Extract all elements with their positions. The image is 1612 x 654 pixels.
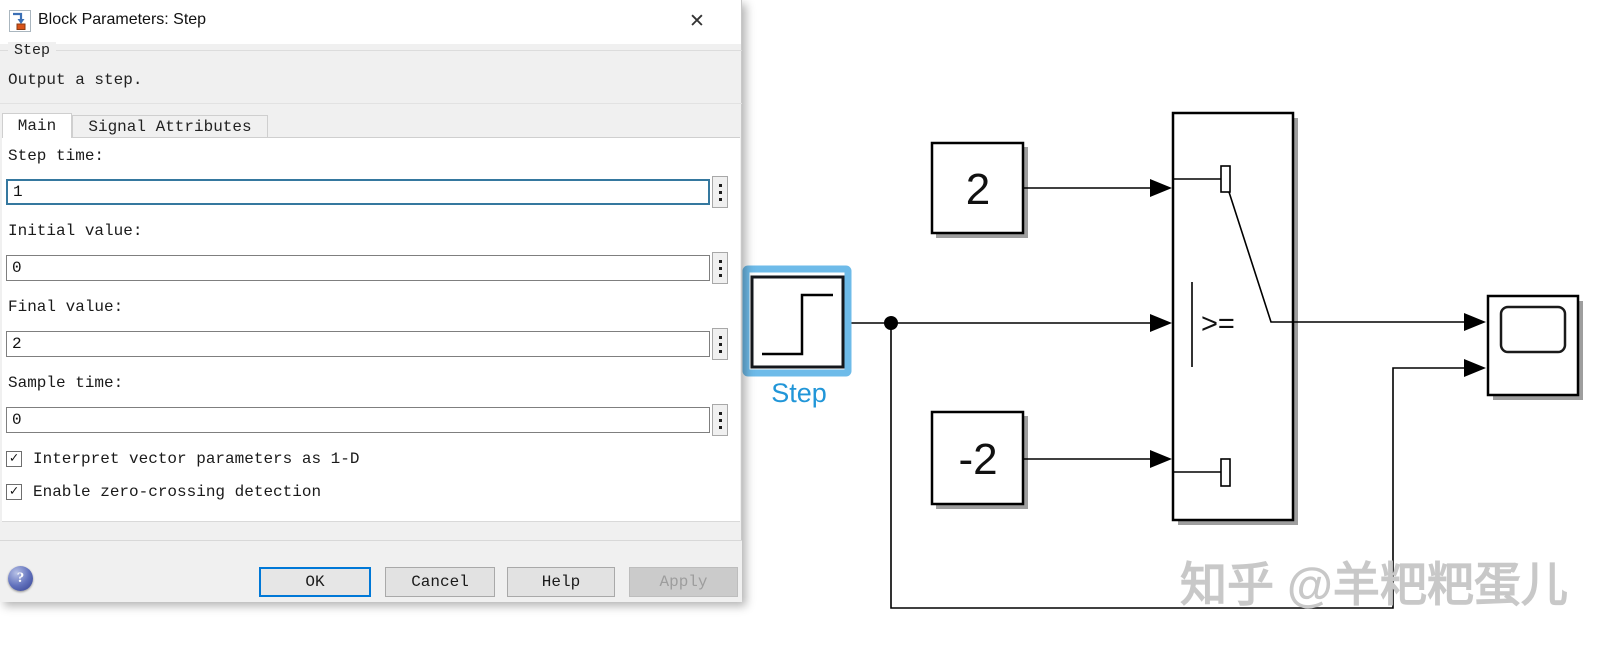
cancel-button[interactable]: Cancel: [385, 567, 495, 597]
block-parameters-dialog: Block Parameters: Step ✕ Step Output a s…: [0, 0, 742, 602]
switch-contact: [1220, 458, 1231, 487]
switch-operator-label: >=: [1201, 308, 1235, 340]
interpret-vector-checkbox[interactable]: ✓: [6, 451, 22, 467]
interpret-vector-label: Interpret vector parameters as 1-D: [33, 450, 360, 468]
tab-main[interactable]: Main: [2, 113, 72, 138]
checkbox-row: ✓ Interpret vector parameters as 1-D: [6, 450, 359, 468]
step-time-menu-button[interactable]: [712, 176, 728, 208]
group-border: [0, 103, 742, 104]
initial-value-label: Initial value:: [8, 222, 143, 240]
switch-block[interactable]: [1171, 111, 1295, 522]
block-description: Output a step.: [8, 71, 143, 89]
sample-time-input[interactable]: [6, 407, 710, 433]
final-value-menu-button[interactable]: [712, 328, 728, 360]
wire-branch-dot: [884, 316, 898, 330]
arrowhead: [1150, 179, 1172, 197]
dialog-title: Block Parameters: Step: [38, 11, 207, 28]
arrowhead: [1464, 359, 1486, 377]
wire-branch-to-scope[interactable]: [890, 323, 1466, 609]
tab-signal-attributes[interactable]: Signal Attributes: [72, 115, 268, 138]
group-border: [0, 50, 742, 51]
initial-value-menu-button[interactable]: [712, 252, 728, 284]
sample-time-label: Sample time:: [8, 374, 124, 392]
checkbox-row: ✓ Enable zero-crossing detection: [6, 483, 321, 501]
dialog-button-bar: ? OK Cancel Help Apply: [0, 540, 742, 602]
constant-block-2[interactable]: [930, 141, 1025, 235]
parameters-panel: Step time: Initial value: Final value: S…: [2, 137, 740, 522]
constant-value-label: 2: [966, 165, 990, 214]
final-value-input[interactable]: [6, 331, 710, 357]
dialog-titlebar: Block Parameters: Step ✕: [0, 0, 741, 44]
constant-value-label: -2: [958, 435, 997, 484]
step-glyph: [762, 293, 833, 356]
help-button[interactable]: Help: [507, 567, 615, 597]
step-block-label: Step: [771, 378, 827, 408]
constant-block-neg2[interactable]: [930, 410, 1025, 506]
switch-arm: [1228, 191, 1292, 323]
ok-button[interactable]: OK: [259, 567, 371, 597]
sample-time-menu-button[interactable]: [712, 404, 728, 436]
step-time-label: Step time:: [8, 147, 105, 165]
step-block[interactable]: [750, 275, 845, 369]
apply-button: Apply: [629, 567, 738, 597]
group-title: Step: [8, 42, 57, 59]
arrowhead: [1464, 313, 1486, 331]
close-icon[interactable]: ✕: [689, 11, 705, 32]
watermark-text: 知乎 @羊粑粑蛋儿: [1180, 558, 1568, 611]
zero-crossing-label: Enable zero-crossing detection: [33, 483, 322, 501]
arrowhead: [1150, 450, 1172, 468]
switch-contact: [1220, 165, 1231, 193]
help-icon[interactable]: ?: [8, 566, 33, 591]
zero-crossing-checkbox[interactable]: ✓: [6, 484, 22, 500]
initial-value-input[interactable]: [6, 255, 710, 281]
step-time-input[interactable]: [6, 179, 710, 205]
simulink-block-icon: [9, 10, 31, 32]
arrowhead: [1150, 314, 1172, 332]
final-value-label: Final value:: [8, 298, 124, 316]
scope-screen: [1499, 305, 1567, 354]
